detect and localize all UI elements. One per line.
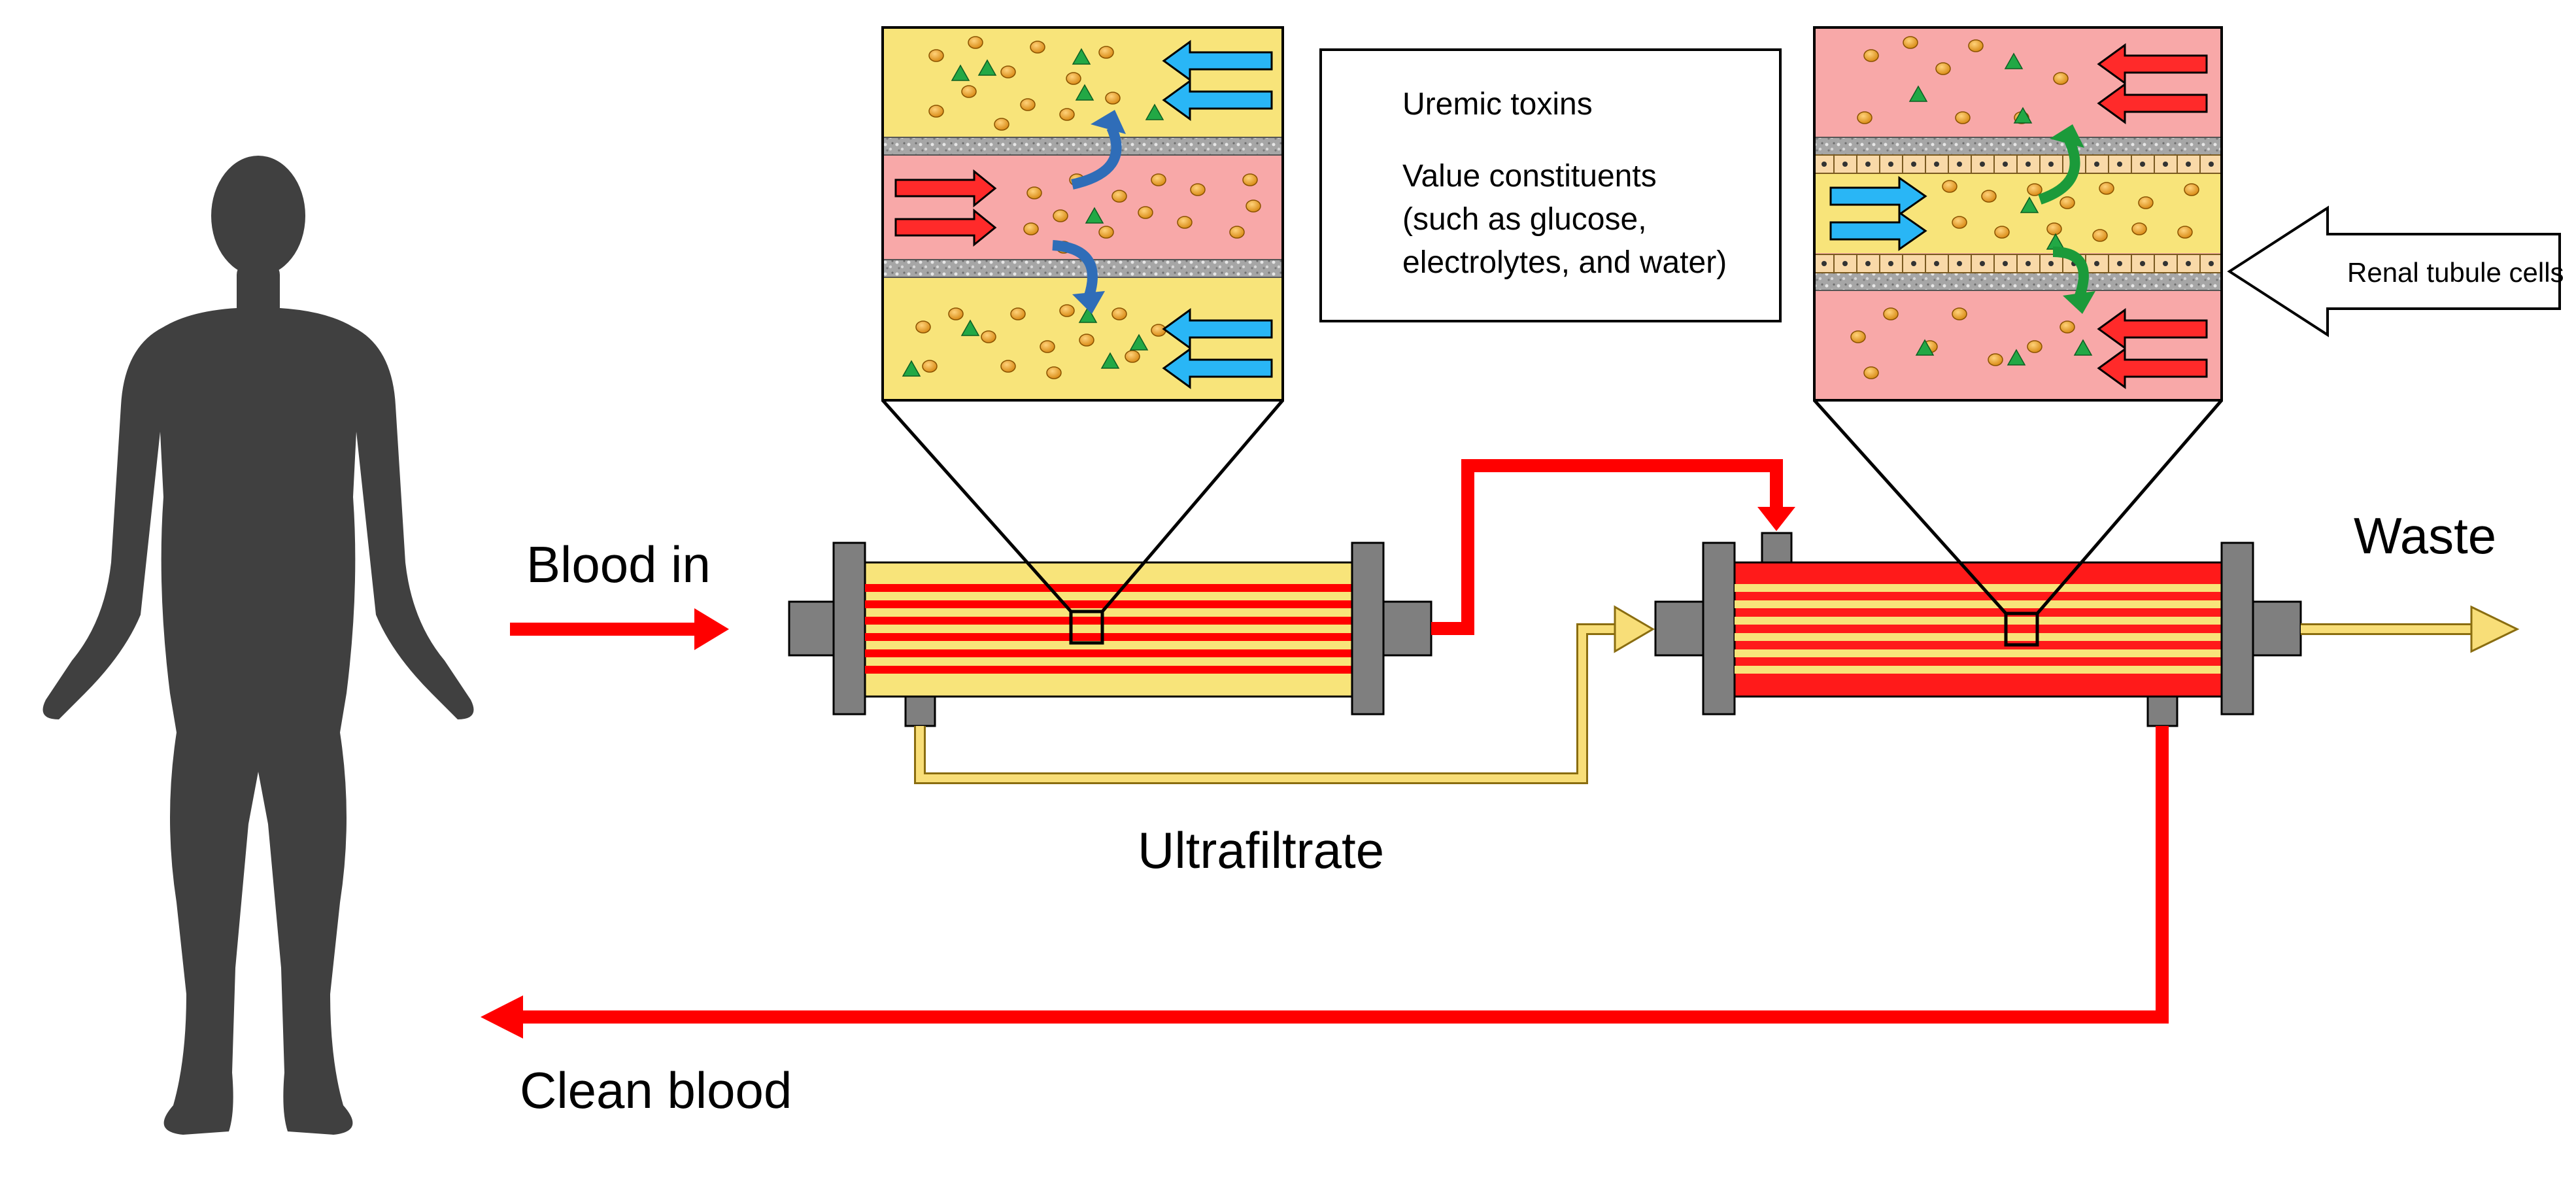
ultrafiltrate-label: Ultrafiltrate — [1138, 821, 1385, 879]
blood-in-label: Blood in — [526, 536, 711, 593]
legend-constituents-line2: (such as glucose, — [1402, 202, 1647, 237]
blood-transfer-arrowhead — [1757, 507, 1795, 531]
blood-transfer-line — [1431, 459, 1783, 635]
human-body-icon — [42, 156, 474, 1135]
bioartificial-kidney-cartridge — [1654, 532, 2302, 727]
ultrafiltrate-line — [916, 625, 1621, 782]
renal-tubule-cells-label: Renal tubule cells — [2347, 257, 2564, 288]
clean-blood-line — [517, 726, 2169, 1024]
clean-blood-label: Clean blood — [520, 1061, 792, 1119]
hemofilter-inset — [881, 26, 1284, 402]
zoom-line — [2036, 399, 2223, 615]
zoom-line — [1101, 399, 1284, 613]
hemofilter-cartridge — [788, 542, 1432, 727]
waste-arrowhead — [2470, 605, 2520, 653]
legend-toxins-label: Uremic toxins — [1402, 87, 1593, 122]
ultrafiltrate-arrowhead — [1614, 605, 1655, 653]
legend-box — [1319, 48, 1782, 322]
legend-constituents-label: Value constituents — [1402, 159, 1657, 194]
waste-label: Waste — [2354, 507, 2497, 564]
zoom-line — [881, 399, 1072, 613]
legend-constituents-line3: electrolytes, and water) — [1402, 245, 1727, 280]
zoom-line — [1813, 399, 2007, 615]
renal-tubule-inset — [1813, 26, 2223, 402]
blood-in-arrowhead — [694, 608, 729, 650]
renal-cells-callout-arrow — [2227, 205, 2561, 337]
clean-blood-arrowhead — [481, 995, 523, 1039]
